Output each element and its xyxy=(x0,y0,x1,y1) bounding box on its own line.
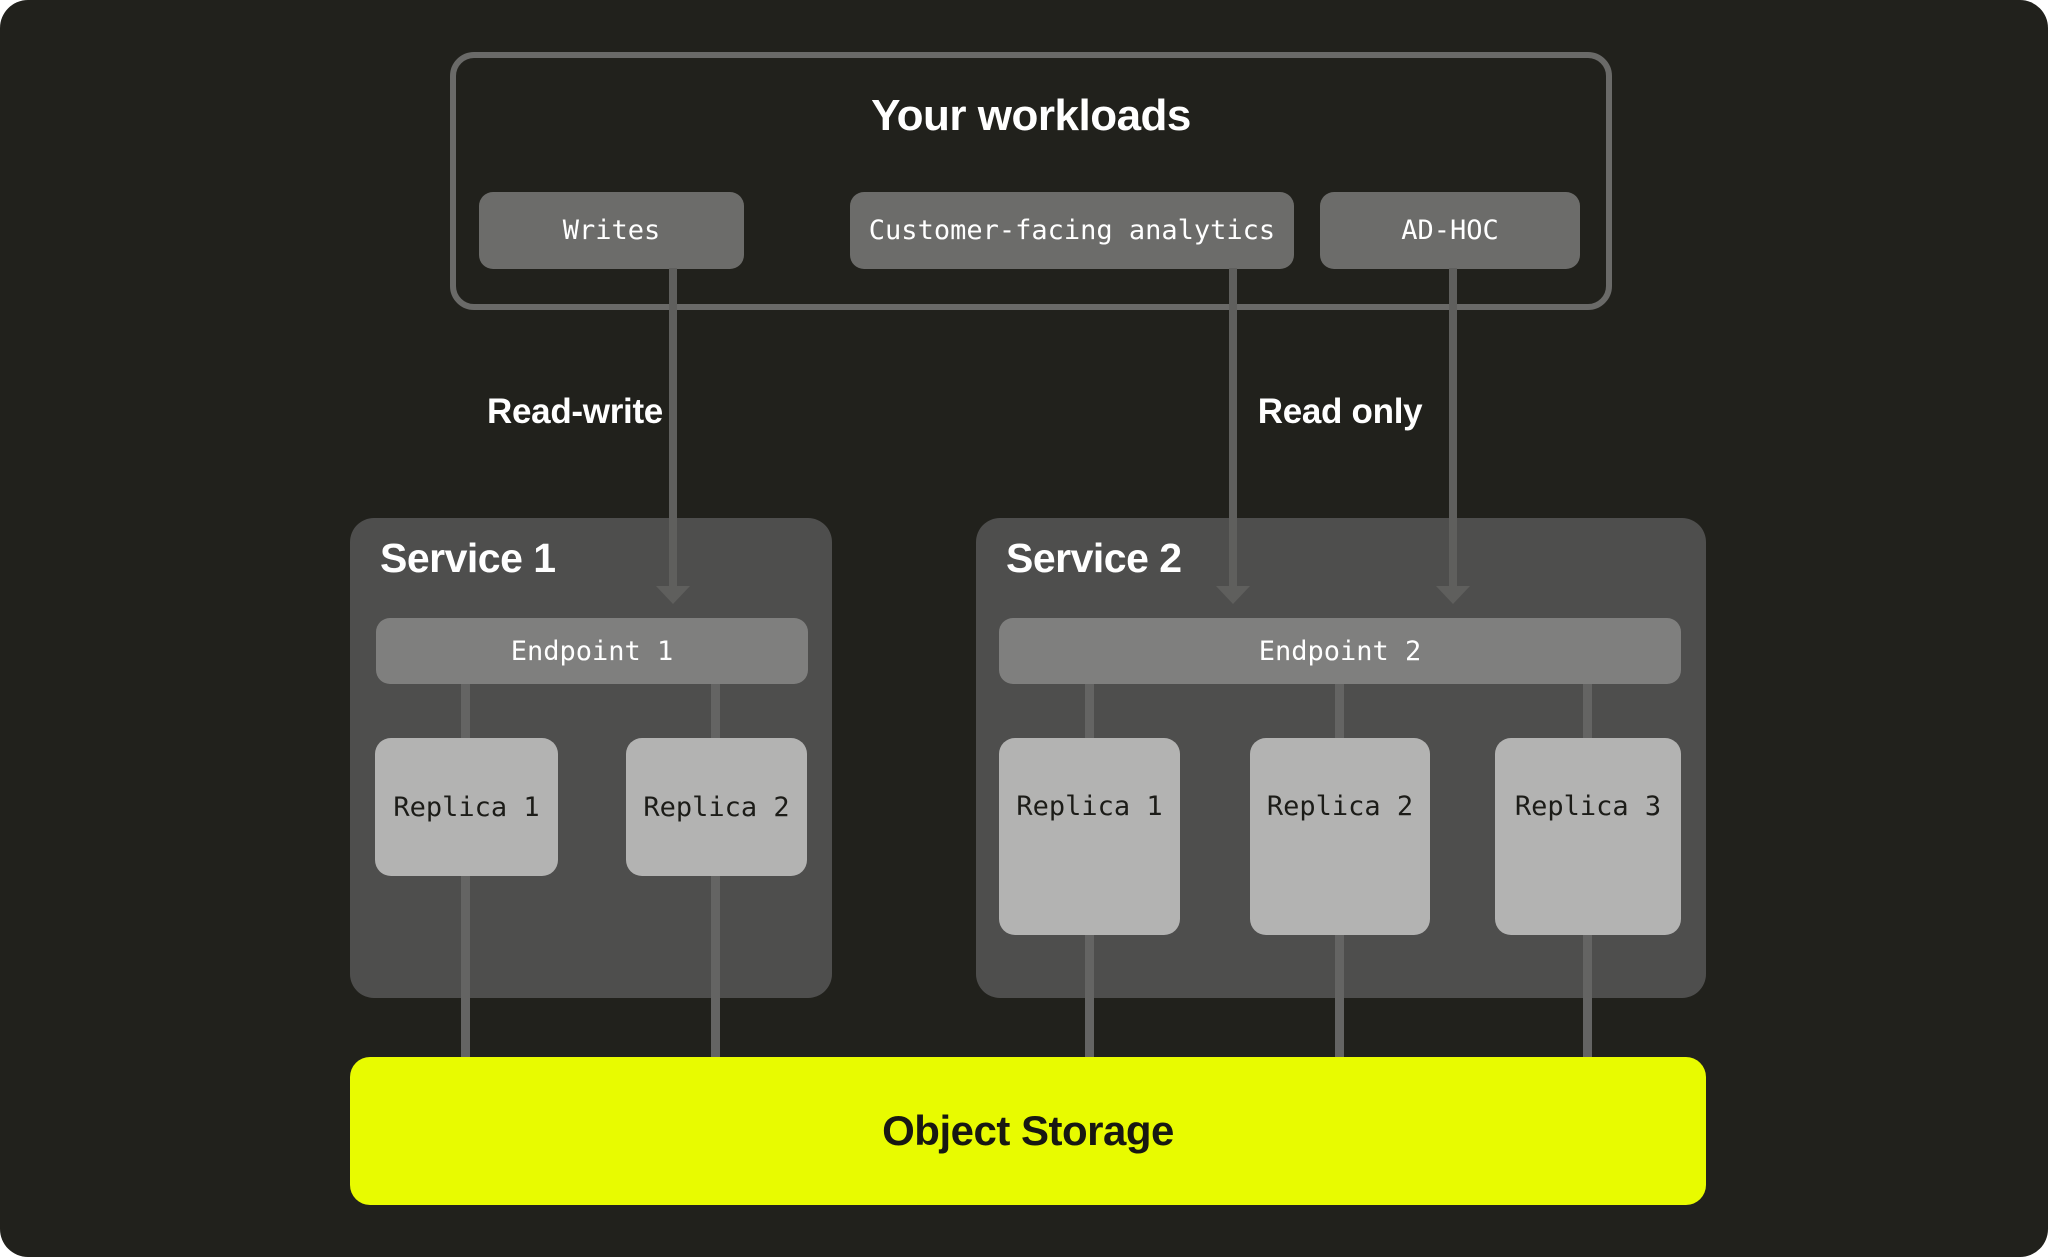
endpoint-1-node: Endpoint 1 xyxy=(376,618,808,684)
flow-arrow-read-only-2-arrowhead-icon xyxy=(1436,586,1470,604)
workload-node-writes: Writes xyxy=(479,192,744,269)
service-2-title: Service 2 xyxy=(1006,535,1182,581)
flow-arrow-read-only-1-line xyxy=(1229,268,1237,588)
flow-arrow-read-write-arrowhead-icon xyxy=(656,586,690,604)
flow-arrow-read-only-1-arrowhead-icon xyxy=(1216,586,1250,604)
flow-label-read-only: Read only xyxy=(1257,392,1423,431)
object-storage-node: Object Storage xyxy=(350,1057,1706,1205)
service-1-title: Service 1 xyxy=(380,535,556,581)
your-workloads-group xyxy=(450,52,1612,310)
service-1-replica-2-node: Replica 2 xyxy=(626,738,807,876)
endpoint-2-node: Endpoint 2 xyxy=(999,618,1681,684)
flow-arrow-read-only-2-line xyxy=(1449,268,1457,588)
service-1-replica-1-node: Replica 1 xyxy=(375,738,558,876)
service-2-replica-3-node: Replica 3 xyxy=(1495,738,1681,935)
flow-arrow-read-write-line xyxy=(669,268,677,588)
workload-node-ad-hoc: AD-HOC xyxy=(1320,192,1580,269)
flow-label-read-write: Read-write xyxy=(487,392,663,431)
workload-node-customer-facing-analytics: Customer-facing analytics xyxy=(850,192,1294,269)
service-2-replica-2-node: Replica 2 xyxy=(1250,738,1430,935)
service-2-replica-1-node: Replica 1 xyxy=(999,738,1180,935)
your-workloads-title: Your workloads xyxy=(871,91,1191,140)
